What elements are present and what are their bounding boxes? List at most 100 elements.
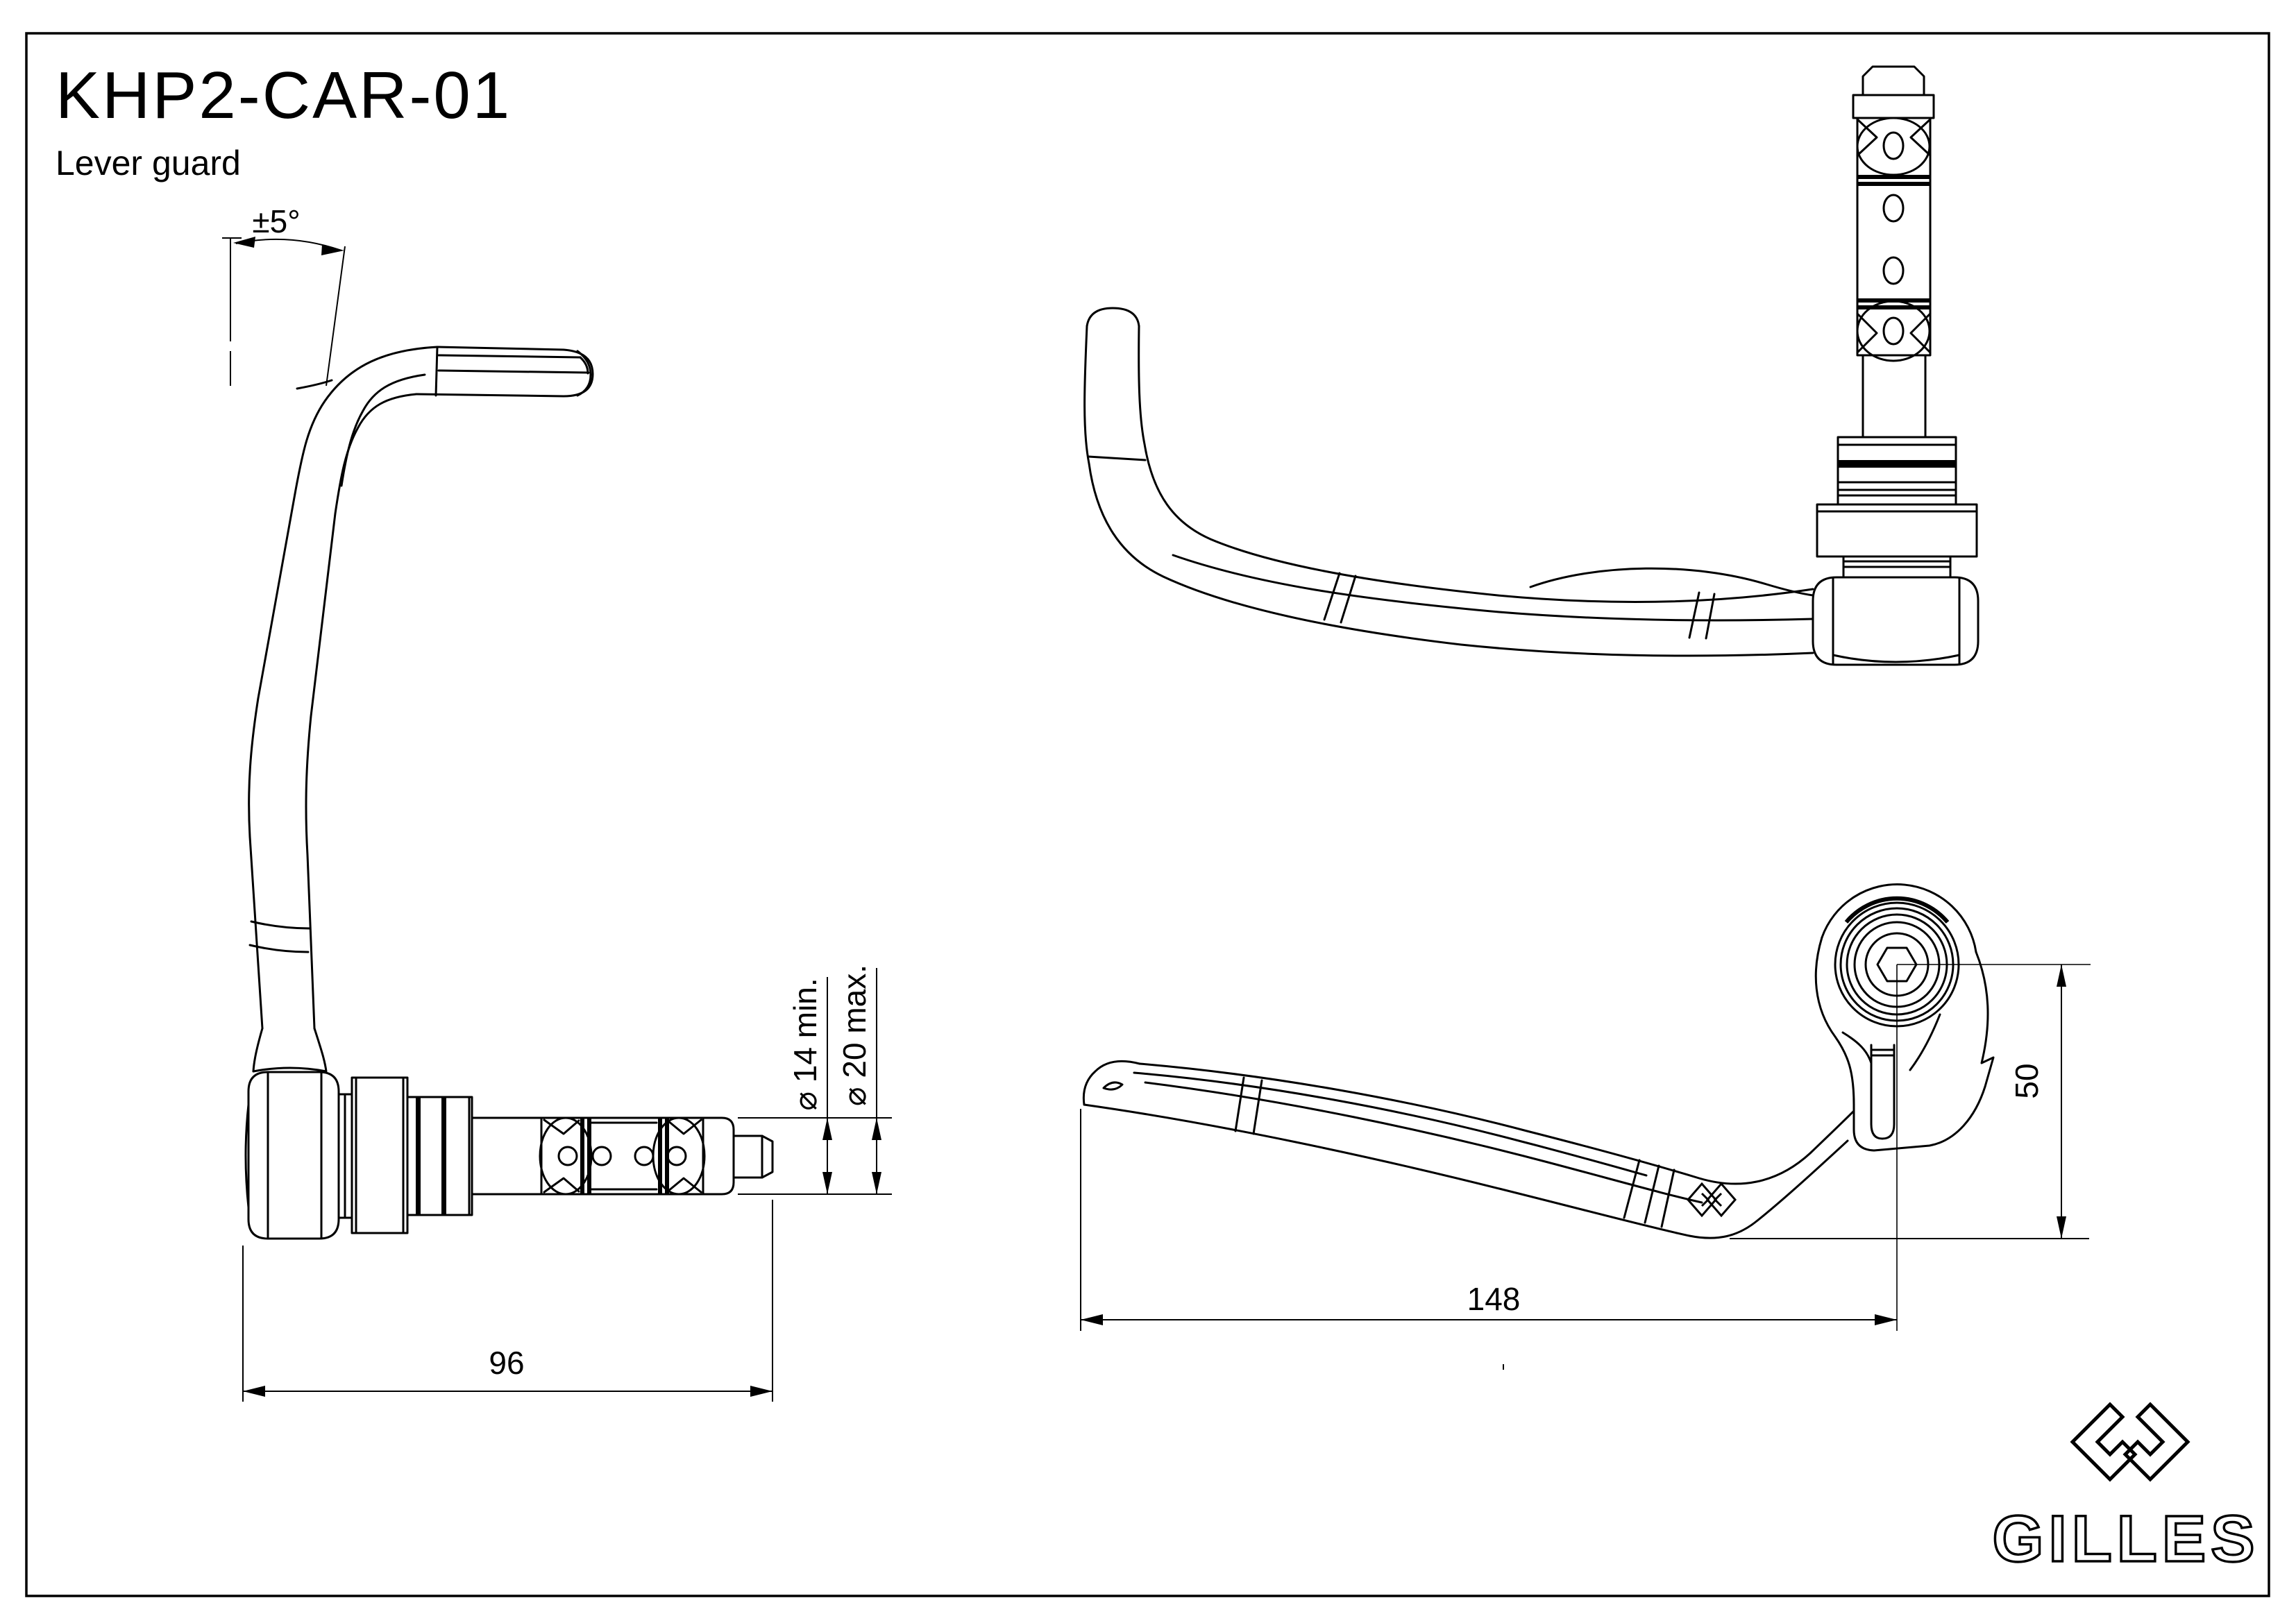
guard-tip-cap (1086, 307, 1140, 328)
guard-transverse-seam (1623, 1159, 1675, 1228)
end-stud (732, 1135, 774, 1179)
guard-transverse-seam (1234, 1076, 1263, 1135)
arrowhead (2057, 965, 2066, 987)
clamp-dia-min-label: ⌀ 14 min. (787, 978, 823, 1110)
expander-divider (665, 1118, 669, 1194)
expander-block (1856, 117, 1932, 357)
brand-wordmark: GILLES (1992, 1502, 2259, 1576)
guard-transverse-seam (1323, 572, 1357, 624)
end-cap (702, 1116, 735, 1196)
rod-taper-seam (250, 920, 311, 930)
dimension-mount-length: 96 (242, 1200, 773, 1402)
expander-divider (1857, 305, 1930, 309)
expander-divider (1857, 175, 1930, 179)
front-view (1082, 883, 2091, 1331)
guard-mid-contour (1172, 554, 1814, 622)
expander-divider (1857, 298, 1930, 303)
clamp-slot (1870, 1044, 1896, 1140)
expander-hole (1882, 316, 1905, 346)
drawing-border (25, 32, 2270, 1597)
arrowhead (872, 1172, 881, 1194)
expander-notch (1856, 312, 1932, 354)
expander-hole (557, 1146, 578, 1166)
arrowhead (750, 1386, 773, 1397)
rear-view (1083, 65, 1980, 666)
expander-inner-lines (590, 1121, 658, 1191)
expander-notch (1856, 118, 1932, 157)
expander-notch (666, 1119, 702, 1193)
flange-neck (1842, 555, 1952, 579)
expander-hole (634, 1146, 655, 1166)
pivot-housing (247, 1071, 340, 1240)
clamp-flange (351, 1076, 409, 1234)
guard-top-edge (1138, 1062, 1855, 1185)
guard-seam (1087, 455, 1147, 461)
guard-spoon-contour (1529, 567, 1814, 597)
housing-bottom-seam (1832, 654, 1961, 663)
expander-notch (543, 1119, 580, 1193)
rod-taper-seam (248, 944, 310, 953)
arrowhead (243, 1386, 265, 1397)
rod-inner-edge (305, 393, 418, 1030)
expander-hole (1882, 194, 1905, 223)
gilles-gg-monogram-icon (2070, 1402, 2191, 1482)
bar-endcap-arc (576, 350, 592, 397)
arrowhead (822, 1118, 832, 1140)
guard-transverse-seam (1688, 591, 1716, 640)
bar-endcap-arc (579, 356, 589, 375)
angle-extension-line (326, 246, 346, 386)
arrowhead (1875, 1314, 1897, 1325)
rod-flare (252, 1027, 264, 1073)
guard-tip-curl (1102, 1081, 1124, 1091)
housing-ball-bulge (244, 1103, 250, 1209)
clamp-dia-max-label: ⌀ 20 max. (836, 965, 872, 1106)
expander-divider (1857, 182, 1930, 186)
housing-top-fillet (252, 1067, 328, 1073)
expander-divider (580, 1118, 584, 1194)
gilles-logo: GILLES (1991, 1402, 2259, 1577)
rod-flare (313, 1027, 328, 1073)
spacer-rings (406, 1096, 473, 1216)
stud-collar (1852, 94, 1935, 119)
mount-length-label: 96 (489, 1345, 524, 1381)
angle-label: ±5° (252, 203, 300, 239)
pivot-ring-arc (1844, 896, 1950, 924)
guard-inner-contour (1133, 1071, 1648, 1177)
arrowhead (1081, 1314, 1103, 1325)
hex-socket (1876, 946, 1918, 983)
guard-length-label: 148 (1467, 1281, 1521, 1317)
arrowhead (233, 237, 255, 248)
bar-seam (434, 346, 439, 397)
stud (1862, 65, 1925, 96)
mount-flange (1816, 503, 1978, 558)
guard-bottom-edge (1083, 1103, 1849, 1239)
expander-hole (1882, 256, 1905, 285)
dimension-guard-length: 148 (1080, 1109, 1897, 1370)
arrowhead (321, 244, 344, 255)
guard-outer-edge (1083, 325, 1814, 657)
bar-contour (437, 354, 582, 359)
gg-engraving (1687, 1182, 1737, 1218)
part-subtitle: Lever guard (56, 144, 241, 182)
expander-hole (1882, 131, 1905, 160)
arrowhead (872, 1118, 881, 1140)
guard-height-label: 50 (2009, 1063, 2045, 1098)
bolt-neck (1862, 354, 1927, 439)
expander-hole (591, 1146, 612, 1166)
collar-lines (1837, 443, 1957, 491)
clamp-slot-lines (1870, 1048, 1896, 1057)
pivot-outer-arc (1821, 883, 1977, 953)
title-block: KHP2-CAR-01 Lever guard (56, 58, 512, 182)
part-number: KHP2-CAR-01 (56, 58, 512, 133)
rod-tangent-line (340, 373, 426, 487)
dimension-angle: ±5° (222, 203, 346, 386)
arrowhead (2057, 1216, 2066, 1239)
guard-tip-cap (1082, 1060, 1141, 1106)
rod-bend-seam (296, 379, 333, 390)
dimension-clamp-diameters: ⌀ 14 min. ⌀ 20 max. (738, 965, 892, 1195)
collar-neck (1837, 494, 1957, 506)
expander-divider (658, 1118, 662, 1194)
bar-contour (437, 369, 590, 374)
